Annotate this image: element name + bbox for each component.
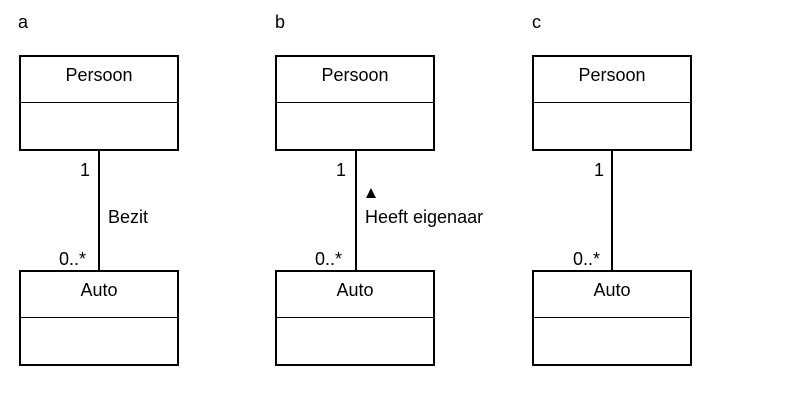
class-name: Auto	[277, 272, 433, 318]
class-persoon: Persoon	[532, 55, 692, 151]
class-name: Auto	[534, 272, 690, 318]
class-persoon: Persoon	[275, 55, 435, 151]
multiplicity-bottom: 0..*	[573, 249, 601, 269]
class-name: Persoon	[277, 57, 433, 103]
class-attributes	[534, 318, 690, 364]
association-name: Heeft eigenaar	[365, 207, 484, 227]
association-line	[611, 151, 613, 270]
multiplicity-bottom: 0..*	[59, 249, 87, 269]
class-name: Auto	[21, 272, 177, 318]
class-attributes	[21, 318, 177, 364]
class-attributes	[277, 318, 433, 364]
class-attributes	[534, 103, 690, 149]
class-auto: Auto	[19, 270, 179, 366]
class-attributes	[277, 103, 433, 149]
multiplicity-bottom: 0..*	[315, 249, 343, 269]
panel-label: c	[532, 12, 541, 32]
association-name: Bezit	[108, 207, 149, 227]
multiplicity-top: 1	[594, 160, 605, 180]
class-auto: Auto	[275, 270, 435, 366]
class-attributes	[21, 103, 177, 149]
multiplicity-top: 1	[336, 160, 347, 180]
association-line	[98, 151, 100, 270]
class-persoon: Persoon	[19, 55, 179, 151]
panel-label: b	[275, 12, 286, 32]
class-name: Persoon	[534, 57, 690, 103]
multiplicity-top: 1	[80, 160, 91, 180]
panel-label: a	[18, 12, 29, 32]
reading-direction-arrow-icon	[366, 188, 376, 198]
association-line	[355, 151, 357, 270]
class-auto: Auto	[532, 270, 692, 366]
class-name: Persoon	[21, 57, 177, 103]
